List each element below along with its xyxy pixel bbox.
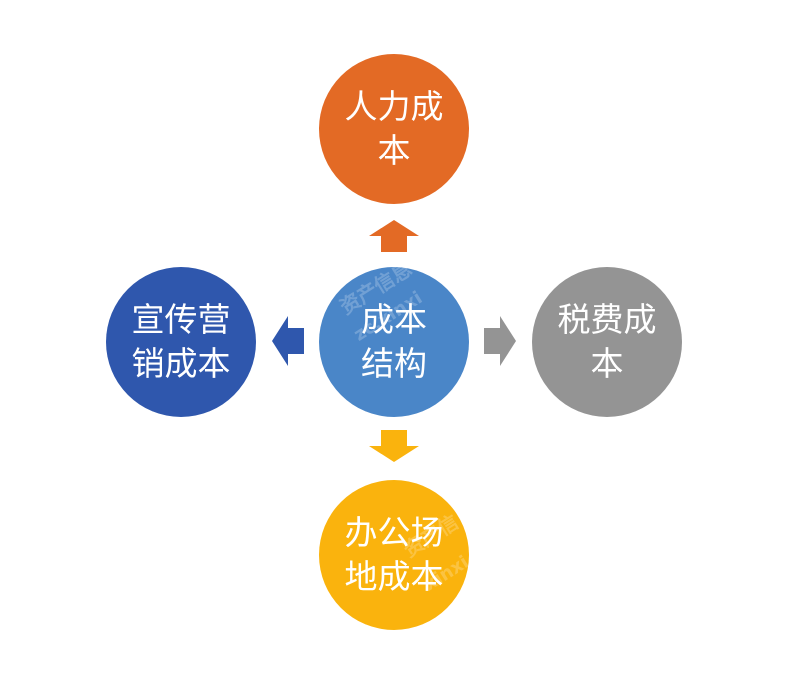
arrow-right-icon: [484, 316, 516, 366]
node-cost-structure: 成本 结构: [319, 267, 469, 417]
node-office-cost-label: 办公场 地成本: [344, 513, 444, 596]
node-marketing-cost: 宣传营 销成本: [106, 267, 256, 417]
node-cost-structure-label: 成本 结构: [361, 300, 427, 383]
arrow-up-icon: [369, 220, 419, 252]
node-tax-cost: 税费成 本: [532, 267, 682, 417]
node-human-cost: 人力成 本: [319, 54, 469, 204]
node-office-cost: 办公场 地成本: [319, 480, 469, 630]
arrow-left-shape: [272, 316, 304, 366]
arrow-down-shape: [369, 430, 419, 462]
arrow-down-icon: [369, 430, 419, 462]
node-tax-cost-label: 税费成 本: [557, 300, 657, 383]
arrow-right-shape: [484, 316, 516, 366]
arrow-left-icon: [272, 316, 304, 366]
node-human-cost-label: 人力成 本: [344, 87, 444, 170]
node-marketing-cost-label: 宣传营 销成本: [131, 300, 231, 383]
arrow-up-shape: [369, 220, 419, 252]
